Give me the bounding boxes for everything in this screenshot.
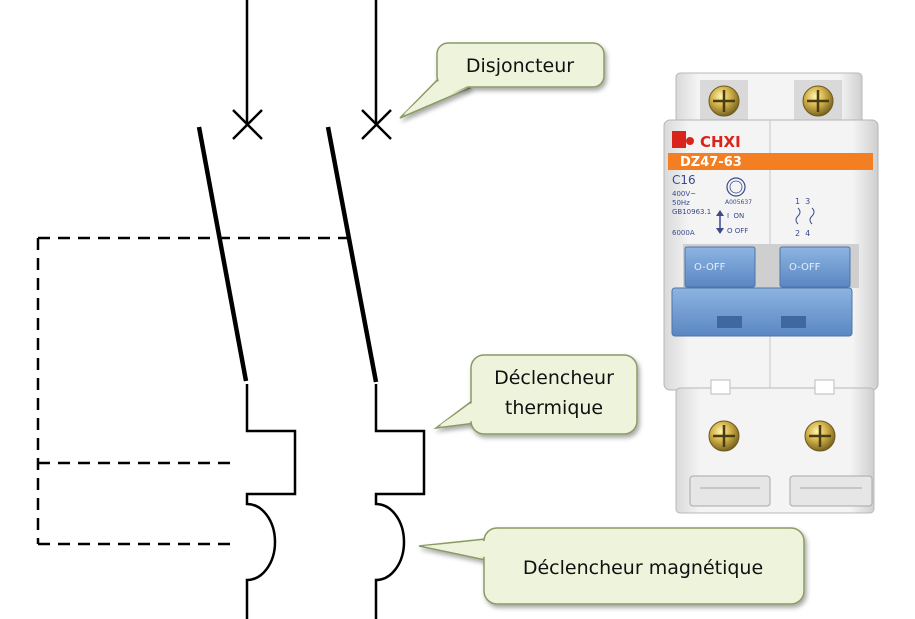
callout-thermal-line1: Déclencheur — [494, 367, 614, 389]
model-band — [668, 153, 873, 170]
pole-1-thermal-and-magnetic-path — [245, 384, 297, 619]
on-off-arrow-icon — [716, 210, 724, 234]
pole-2 — [325, 0, 426, 619]
toggle-left: O-OFF — [684, 246, 756, 288]
trip-symbol-icon — [795, 207, 815, 225]
pole-1-contact-x-icon — [232, 109, 263, 140]
model-label: DZ47-63 — [680, 155, 742, 170]
frequency-label: 50Hz — [672, 199, 690, 207]
callout-thermal: Déclencheur thermique — [433, 354, 638, 435]
bottom-screw-right-icon — [804, 420, 836, 452]
callout-magnetic: Déclencheur magnétique — [418, 527, 805, 605]
callout-magnetic-text: Déclencheur magnétique — [523, 557, 763, 579]
voltage-label: 400V~ — [672, 190, 696, 198]
off-label: O OFF — [727, 227, 748, 235]
pole-2-contact-x-icon — [361, 109, 392, 140]
callout-breaker: Disjoncteur — [399, 42, 605, 119]
ccc-mark-icon — [726, 177, 746, 197]
cert-number: A005637 — [725, 199, 752, 206]
top-screw-left-icon — [708, 85, 740, 117]
rating-label: C16 — [672, 173, 696, 187]
pole-1 — [196, 0, 297, 619]
brand-name: CHXI — [700, 133, 741, 151]
pole-1-switch-blade — [196, 126, 249, 382]
toggle-bar — [671, 287, 853, 337]
brand-logo: CHXI — [672, 131, 741, 151]
mechanical-linkage — [36, 236, 347, 546]
toggle-left-label: O-OFF — [694, 262, 726, 273]
terminals-top-label: 1 3 — [795, 197, 810, 206]
toggle-right-label: O-OFF — [789, 262, 821, 273]
callout-breaker-text: Disjoncteur — [466, 55, 574, 77]
pole-2-thermal-and-magnetic-path — [374, 384, 426, 619]
callout-thermal-line2: thermique — [505, 397, 603, 419]
breaker-device-photo: CHXI DZ47-63 C16 400V~ 50Hz GB10963.1 60… — [663, 72, 879, 514]
terminals-bottom-label: 2 4 — [795, 229, 810, 238]
on-label: I ON — [727, 212, 744, 220]
top-screw-right-icon — [802, 85, 834, 117]
standard-label: GB10963.1 — [672, 208, 711, 216]
bottom-screw-left-icon — [708, 420, 740, 452]
din-rail-clip — [689, 475, 873, 507]
pole-2-switch-blade — [325, 126, 379, 383]
capacity-label: 6000A — [672, 229, 695, 237]
toggle-right: O-OFF — [779, 246, 851, 288]
